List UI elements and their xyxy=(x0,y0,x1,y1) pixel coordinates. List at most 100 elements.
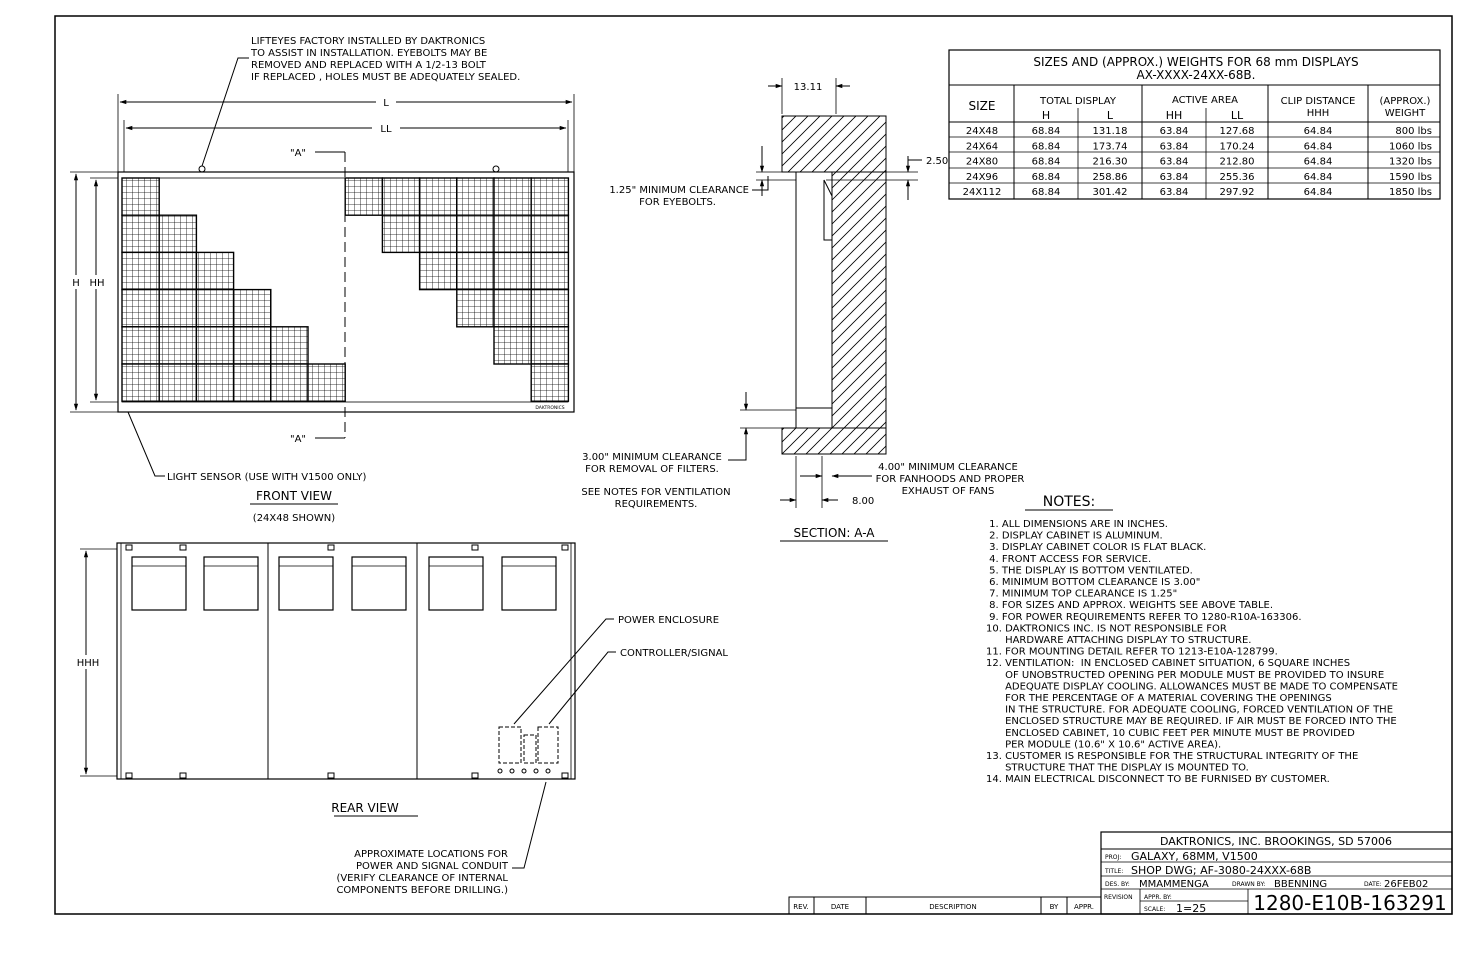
note-line: 11. FOR MOUNTING DETAIL REFER TO 1213-E1… xyxy=(986,647,1278,658)
led-module xyxy=(530,177,570,216)
eyebolt-note-line: 1.25" MINIMUM CLEARANCE xyxy=(609,185,749,196)
top-note-line: LIFTEYES FACTORY INSTALLED BY DAKTRONICS xyxy=(251,36,485,47)
note-line: 2. DISPLAY CABINET IS ALUMINUM. xyxy=(986,531,1163,542)
company: DAKTRONICS, INC. BROOKINGS, SD 57006 xyxy=(1160,835,1392,848)
top-note-leader xyxy=(201,57,249,167)
table-cell: 64.84 xyxy=(1304,126,1333,137)
table-cell: 68.84 xyxy=(1032,141,1061,152)
note-line: IN THE STRUCTURE. FOR ADEQUATE COOLING, … xyxy=(986,705,1393,716)
table-cell: 301.42 xyxy=(1093,187,1128,198)
mounting-clip xyxy=(561,544,569,551)
rear-access-panel xyxy=(428,556,484,611)
note-line: 9. FOR POWER REQUIREMENTS REFER TO 1280-… xyxy=(986,612,1302,623)
revision-label: REVISION xyxy=(1104,894,1133,901)
section-mark-top: "A" xyxy=(290,148,306,159)
led-module xyxy=(121,177,160,216)
fan-note-line: EXHAUST OF FANS xyxy=(902,486,995,497)
led-module xyxy=(530,326,570,365)
notes-title: NOTES: xyxy=(1043,494,1096,510)
led-module xyxy=(195,288,235,328)
conduit-note-line: POWER AND SIGNAL CONDUIT xyxy=(356,861,509,872)
led-module xyxy=(270,326,309,365)
section-a-a: 13.11 2.50 1.25" MINIMUM CLEARANCE FOR E… xyxy=(581,78,1024,542)
drawn-label: DRAWN BY: xyxy=(1232,881,1265,888)
eyebolt-note-line: FOR EYEBOLTS. xyxy=(639,197,716,208)
led-module xyxy=(530,214,570,254)
rear-view-title: REAR VIEW xyxy=(331,801,399,815)
conduit-note-line: (VERIFY CLEARANCE OF INTERNAL xyxy=(336,873,508,884)
led-module xyxy=(158,363,198,402)
mounting-clip xyxy=(179,772,187,779)
weights-table: SIZES AND (APPROX.) WEIGHTS FOR 68 mm DI… xyxy=(948,49,1441,200)
drawing-number: 1280-E10B-163291 xyxy=(1253,891,1447,915)
led-module xyxy=(195,363,235,402)
note-line: 14. MAIN ELECTRICAL DISCONNECT TO BE FUR… xyxy=(986,774,1330,785)
led-module xyxy=(493,288,532,328)
des-label: DES. BY: xyxy=(1105,881,1130,888)
top-note: LIFTEYES FACTORY INSTALLED BY DAKTRONICS… xyxy=(201,36,520,167)
led-module xyxy=(344,177,384,216)
table-cell: 63.84 xyxy=(1160,157,1189,168)
led-module xyxy=(121,363,160,402)
led-module xyxy=(456,177,495,216)
table-cell: 212.80 xyxy=(1220,157,1255,168)
led-module xyxy=(195,251,235,291)
led-module xyxy=(381,177,421,216)
note-line: 5. THE DISPLAY IS BOTTOM VENTILATED. xyxy=(986,565,1193,576)
brand-label: DAKTRONICS xyxy=(535,405,564,411)
led-module xyxy=(530,251,570,291)
rev-col: REV. xyxy=(793,903,808,911)
led-module xyxy=(232,326,272,365)
header-weight: (APPROX.) xyxy=(1380,96,1431,107)
note-line: 6. MINIMUM BOTTOM CLEARANCE IS 3.00" xyxy=(986,577,1200,588)
led-module xyxy=(121,214,160,254)
led-module xyxy=(158,326,198,365)
designer: MMAMMENGA xyxy=(1139,879,1209,890)
conduit-note-line: APPROXIMATE LOCATIONS FOR xyxy=(354,849,508,860)
table-cell: 173.74 xyxy=(1093,141,1128,152)
rear-view: HHH POWER ENCLOSURE CONTROLLER/SIGNAL RE… xyxy=(74,542,728,896)
led-module xyxy=(158,214,198,254)
table-cell: 1590 lbs xyxy=(1389,172,1432,183)
header-size: SIZE xyxy=(969,99,996,113)
table-cell: 1850 lbs xyxy=(1389,187,1432,198)
by-col: BY xyxy=(1050,903,1059,911)
lifteye-icon xyxy=(198,165,500,173)
mounting-clip xyxy=(179,544,187,551)
mounting-clip xyxy=(561,772,569,779)
header-total: TOTAL DISPLAY xyxy=(1039,96,1117,107)
led-module xyxy=(195,326,235,365)
header-ll: LL xyxy=(1231,109,1244,122)
vent-note-line: SEE NOTES FOR VENTILATION xyxy=(581,487,730,498)
note-line: ENCLOSED CABINET, 10 CUBIC FEET PER MINU… xyxy=(986,728,1355,739)
led-module xyxy=(493,251,532,291)
filter-note-line: 3.00" MINIMUM CLEARANCE xyxy=(582,452,722,463)
led-module xyxy=(270,363,309,402)
header-clip: CLIP DISTANCE xyxy=(1281,96,1356,107)
description-col: DESCRIPTION xyxy=(929,903,976,911)
table-cell: 127.68 xyxy=(1220,126,1255,137)
rear-panel-group xyxy=(125,544,569,779)
note-line: HARDWARE ATTACHING DISPLAY TO STRUCTURE. xyxy=(986,635,1251,646)
table-cell: 68.84 xyxy=(1032,187,1061,198)
front-view-title: FRONT VIEW xyxy=(256,489,332,503)
power-enclosure xyxy=(498,726,522,764)
led-module xyxy=(121,288,160,328)
table-cell: 24X48 xyxy=(966,126,998,137)
vent-note-line: REQUIREMENTS. xyxy=(615,499,698,510)
table-cell: 24X112 xyxy=(963,187,1002,198)
table-subtitle: AX-XXXX-24XX-68B. xyxy=(1137,68,1256,82)
note-line: FOR THE PERCENTAGE OF A MATERIAL COVERIN… xyxy=(986,693,1332,704)
table-cell: 255.36 xyxy=(1220,172,1255,183)
appr-col: APPR. xyxy=(1074,903,1094,911)
controller-leader xyxy=(548,651,616,725)
rear-access-panel xyxy=(278,556,334,611)
table-cell: 1320 lbs xyxy=(1389,157,1432,168)
note-line: 10. DAKTRONICS INC. IS NOT RESPONSIBLE F… xyxy=(986,623,1227,634)
controller-label: CONTROLLER/SIGNAL xyxy=(620,648,728,659)
table-cell: 24X96 xyxy=(966,172,998,183)
mounting-clip xyxy=(125,544,133,551)
note-line: 13. CUSTOMER IS RESPONSIBLE FOR THE STRU… xyxy=(986,751,1358,762)
table-cell: 216.30 xyxy=(1093,157,1128,168)
revision-block: REV. DATE DESCRIPTION BY APPR. xyxy=(788,896,1102,915)
